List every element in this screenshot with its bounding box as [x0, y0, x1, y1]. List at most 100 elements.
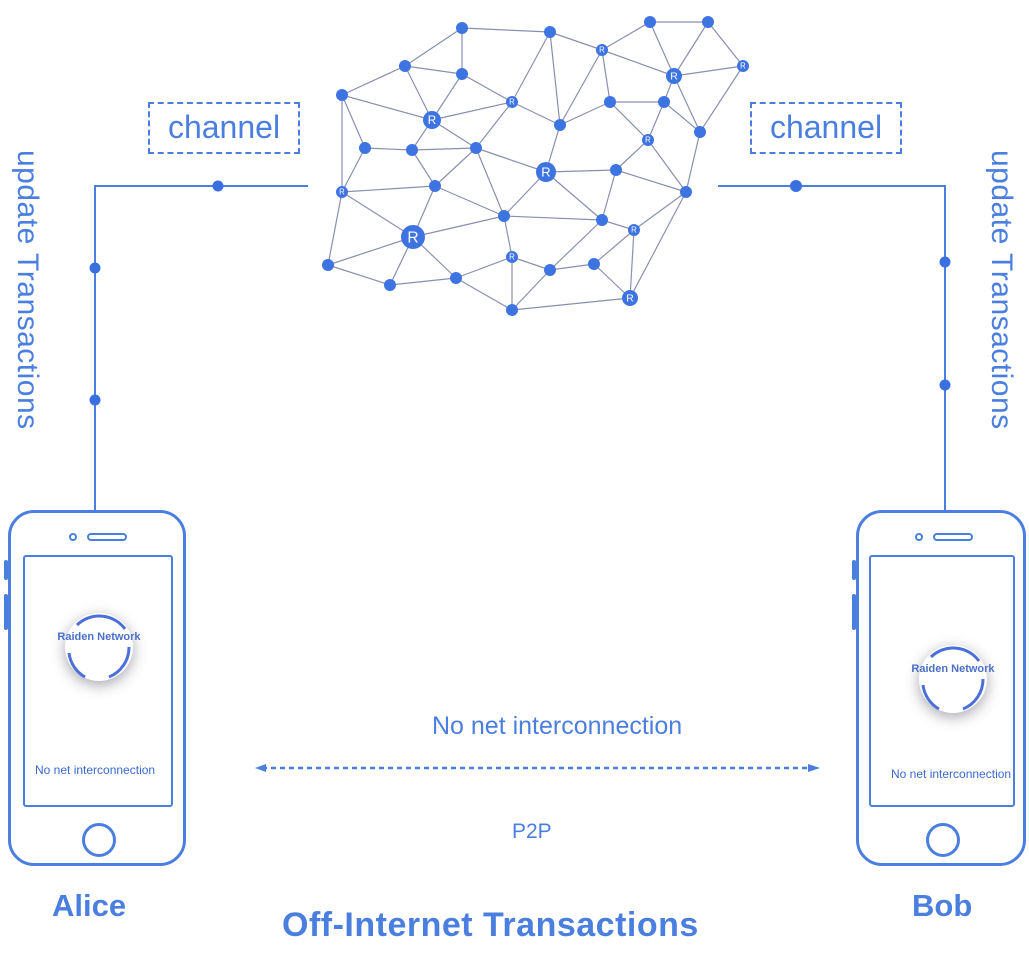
mesh-edge — [601, 169, 617, 221]
left-channel-label: channel — [148, 102, 300, 154]
mesh-edge — [341, 94, 433, 121]
mesh-node — [644, 16, 656, 28]
mesh-edge — [411, 147, 477, 151]
phone-side-button — [4, 594, 8, 630]
mesh-edge — [511, 269, 551, 311]
mesh-edge — [389, 277, 457, 286]
raiden-node-label: R — [645, 136, 651, 145]
mesh-node — [610, 164, 622, 176]
mesh-edge — [629, 191, 687, 299]
mesh-edge — [411, 149, 436, 187]
mesh-edge — [647, 139, 687, 193]
mesh-edge — [475, 147, 505, 217]
raiden-node — [506, 96, 518, 108]
mesh-edge — [649, 21, 675, 77]
mesh-node — [588, 258, 600, 270]
mesh-edge — [545, 171, 603, 221]
connector-dot — [790, 180, 802, 192]
mesh-node — [604, 96, 616, 108]
raiden-network-logo: Raiden Network — [57, 605, 141, 689]
connector-dot — [212, 180, 224, 192]
phone-side-button — [852, 594, 856, 630]
mesh-node — [359, 142, 371, 154]
raiden-node-label: R — [631, 226, 637, 235]
phone-frame: Raiden Network No net interconnection — [8, 510, 186, 866]
phone-camera — [69, 533, 77, 541]
mesh-node — [399, 60, 411, 72]
page-title: Off-Internet Transactions — [282, 906, 699, 944]
mesh-edge — [475, 101, 513, 149]
mesh-node — [554, 119, 566, 131]
phone-frame: Raiden Network No net interconnection — [856, 510, 1026, 866]
raiden-node — [536, 162, 556, 182]
logo-text: Raiden Network — [911, 663, 995, 675]
mesh-edge — [601, 49, 675, 77]
no-net-interconnection-label: No net interconnection — [432, 712, 683, 740]
mesh-edge — [609, 101, 649, 141]
mesh-edge — [673, 65, 744, 77]
raiden-node-label: R — [509, 253, 515, 262]
mesh-node — [506, 304, 518, 316]
connector-dot — [939, 379, 951, 391]
raiden-node — [622, 290, 638, 306]
mesh-edge — [601, 21, 651, 51]
raiden-node-label: R — [626, 294, 634, 305]
raiden-network-logo: Raiden Network — [911, 637, 995, 721]
mesh-edge — [511, 256, 551, 271]
p2p-label: P2P — [512, 820, 552, 843]
mesh-node — [456, 68, 468, 80]
mesh-edge — [341, 147, 366, 193]
mesh-edge — [475, 147, 547, 173]
connector-dot — [89, 262, 101, 274]
mesh-edge — [341, 94, 366, 149]
mesh-node — [596, 214, 608, 226]
raiden-node-label: R — [428, 114, 436, 127]
mesh-node — [322, 259, 334, 271]
p2p-arrow — [255, 764, 820, 772]
right-channel-connector — [718, 180, 951, 510]
mesh-edge — [341, 185, 436, 193]
mesh-node — [406, 144, 418, 156]
mesh-edge — [707, 21, 744, 67]
left-channel-connector — [89, 180, 308, 510]
raiden-node-label: R — [541, 165, 550, 180]
mesh-edge — [431, 73, 463, 121]
mesh-node — [544, 264, 556, 276]
mesh-edge — [673, 21, 709, 77]
mesh-edge — [404, 65, 463, 75]
mesh-node — [450, 272, 462, 284]
mesh-edge — [461, 73, 513, 103]
raiden-node — [628, 224, 640, 236]
mesh-edge — [629, 229, 635, 299]
raiden-node — [737, 60, 749, 72]
mesh-edge — [434, 185, 505, 217]
raiden-node — [401, 225, 425, 249]
connector-dot — [939, 256, 951, 268]
alice-name: Alice — [52, 888, 127, 923]
mesh-edge — [327, 191, 343, 266]
mesh-node — [336, 89, 348, 101]
mesh-edge — [593, 263, 631, 299]
phone-speaker — [87, 533, 127, 541]
phone-side-button — [4, 560, 8, 580]
mesh-edge — [559, 49, 603, 126]
phone-screen: Raiden Network No net interconnection — [23, 555, 173, 807]
raiden-node — [336, 186, 348, 198]
raiden-node — [666, 68, 682, 84]
mesh-edge — [503, 215, 603, 221]
mesh-edge — [412, 215, 505, 238]
mesh-node — [498, 210, 510, 222]
alice-screen-note: No net interconnection — [35, 763, 156, 777]
phone-camera — [915, 533, 923, 541]
mesh-edge — [461, 27, 551, 33]
mesh-edge — [549, 219, 603, 271]
logo-ring-icon — [67, 614, 131, 679]
logo-text: Raiden Network — [57, 631, 141, 643]
mesh-node — [456, 22, 468, 34]
mesh-edge — [647, 101, 665, 141]
mesh-edge — [503, 171, 547, 217]
bob-screen-note: No net interconnection — [891, 767, 1012, 781]
alice-phone: Raiden Network No net interconnection — [4, 510, 186, 866]
